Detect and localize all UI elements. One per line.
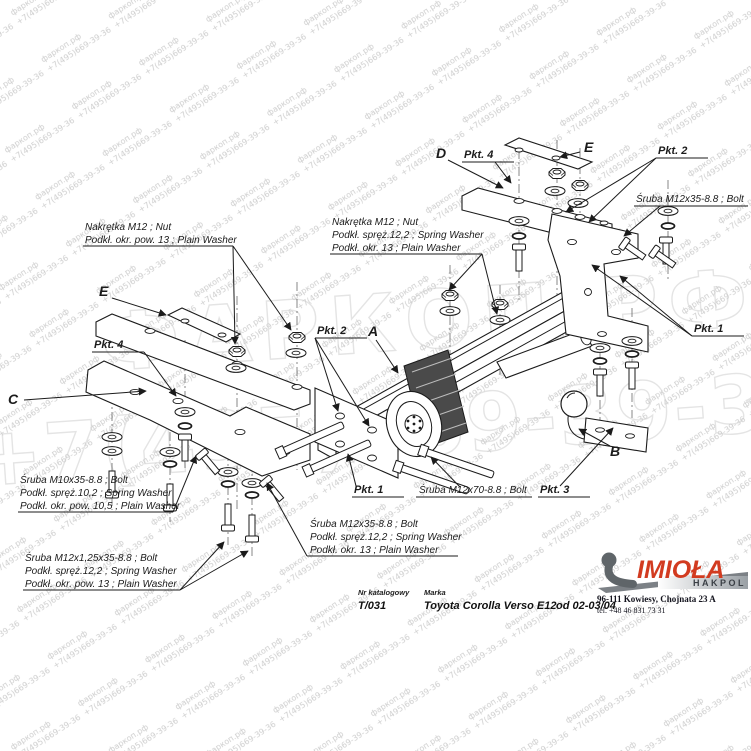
brand-value: Toyota Corolla Verso E12 — [424, 600, 556, 612]
part-labels: Nakrętka M12 ; Nut Podkł. okr. pow. 13 ;… — [20, 192, 745, 590]
callout-pkt2-left: Pkt. 2 — [317, 325, 346, 337]
nut-part — [441, 290, 459, 301]
callout-c: C — [8, 391, 19, 407]
long-bolt-part — [301, 439, 372, 478]
spring-washer-part — [511, 232, 527, 240]
callout-pkt2-top: Pkt. 2 — [658, 145, 687, 157]
callout-pkt4-left: Pkt. 4 — [94, 339, 123, 351]
manufacturer-logo: IMIOŁA HAKPOL 96-111 Kowiesy, Chojnata 2… — [597, 552, 748, 615]
washer-part — [241, 478, 263, 488]
title-block: Nr katalogowy T/031 Marka Toyota Corolla… — [358, 588, 616, 612]
strip-part-e-top — [503, 137, 594, 170]
label-nut-left-line2: Podkł. okr. pow. 13 ; Plain Washer — [85, 235, 237, 246]
label-nut-center-line1: Nakrętka M12 ; Nut — [332, 217, 419, 228]
label-bolt-m12x125x35-line3: Podkł. okr. pow. 13 ; Plain Washer — [25, 579, 177, 590]
label-bolt-m12x35-bottom-line2: Podkł. spręż.12,2 ; Spring Washer — [310, 532, 462, 543]
long-bolt-part — [392, 459, 470, 495]
callout-a: A — [367, 323, 378, 339]
label-bolt-m12x70: Śruba M12x70-8.8 ; Bolt — [419, 483, 528, 496]
spring-washer-part — [220, 480, 236, 488]
label-nut-center-line2: Podkł. spręż.12,2 ; Spring Washer — [332, 230, 484, 241]
callout-e-left: E — [99, 283, 109, 299]
label-nut-center-line3: Podkł. okr. 13 ; Plain Washer — [332, 243, 461, 254]
long-bolt-part — [274, 421, 345, 460]
nut-part — [548, 168, 566, 179]
callout-b: B — [610, 443, 620, 459]
socket-plate — [385, 349, 469, 458]
spring-washer-part — [177, 422, 193, 430]
washer-part — [217, 467, 239, 477]
washer-part — [285, 348, 307, 358]
washer-part — [657, 206, 679, 216]
manufacturer-address: 96-111 Kowiesy, Chojnata 23 A — [597, 594, 716, 604]
washer-part — [567, 198, 589, 208]
label-bolt-m12x35-bottom-line3: Podkł. okr. 13 ; Plain Washer — [310, 545, 439, 556]
washer-part — [159, 447, 181, 457]
washer-part — [544, 186, 566, 196]
leader-lines — [18, 151, 748, 591]
strip-part-e-left — [166, 307, 242, 343]
spring-washer-part — [592, 357, 608, 365]
washer-part — [225, 363, 247, 373]
callout-e-top: E — [584, 139, 594, 155]
logo-subtitle: HAKPOL — [693, 578, 746, 588]
label-bolt-m10x35-line3: Podkł. okr. pow. 10,5 ; Plain Washer — [20, 501, 181, 512]
logo-name: IMIOŁA — [637, 556, 725, 584]
long-bolt-part — [417, 443, 495, 479]
label-bolt-m10x35-line2: Podkł. spręż.10,2 ; Spring Washer — [20, 488, 172, 499]
callout-pkt3: Pkt. 3 — [540, 484, 569, 496]
nut-part — [571, 180, 589, 191]
towball-hook-icon — [604, 562, 637, 588]
callout-pkt4-top: Pkt. 4 — [464, 149, 493, 161]
label-nut-left-line1: Nakrętka M12 ; Nut — [85, 222, 172, 233]
washer-part — [589, 343, 611, 353]
label-bolt-m12x35-top: Śruba M12x35-8.8 ; Bolt — [636, 192, 745, 205]
washer-part — [489, 315, 511, 325]
callout-d: D — [436, 145, 446, 161]
washer-part — [508, 216, 530, 226]
nut-part — [228, 346, 246, 357]
brand-label: Marka — [424, 588, 446, 597]
callout-pkt1-bottom: Pkt. 1 — [354, 484, 383, 496]
spring-washer-part — [244, 491, 260, 499]
callout-letters: A B C D E E Pkt. 1 Pkt. 1 Pkt. 2 Pkt. 2 … — [8, 139, 723, 496]
spring-washer-part — [162, 460, 178, 468]
label-bolt-m12x125x35-line1: Śruba M12x1,25x35-8.8 ; Bolt — [25, 551, 159, 564]
catalog-number-label: Nr katalogowy — [358, 588, 410, 597]
washer-part — [101, 446, 123, 456]
nut-part — [288, 332, 306, 343]
spring-washer-part — [624, 350, 640, 358]
label-bolt-m12x125x35-line2: Podkł. spręż.12,2 ; Spring Washer — [25, 566, 177, 577]
label-bolt-m10x35-line1: Śruba M10x35-8.8 ; Bolt — [20, 473, 129, 486]
catalog-number-value: T/031 — [358, 600, 386, 612]
callout-pkt1-right: Pkt. 1 — [694, 323, 723, 335]
washer-part — [621, 336, 643, 346]
towball-hook-ball — [601, 552, 617, 568]
model-date-value: od 02-03/04 — [556, 600, 616, 612]
spring-washer-part — [660, 222, 676, 230]
fasteners — [101, 168, 679, 543]
washer-part — [101, 432, 123, 442]
washer-part — [174, 407, 196, 417]
label-bolt-m12x35-bottom-line1: Śruba M12x35-8.8 ; Bolt — [310, 517, 419, 530]
logo-subtitle-bar — [658, 576, 748, 589]
manufacturer-phone: tel. +48 46 831 73 31 — [597, 606, 666, 615]
washer-part — [439, 306, 461, 316]
